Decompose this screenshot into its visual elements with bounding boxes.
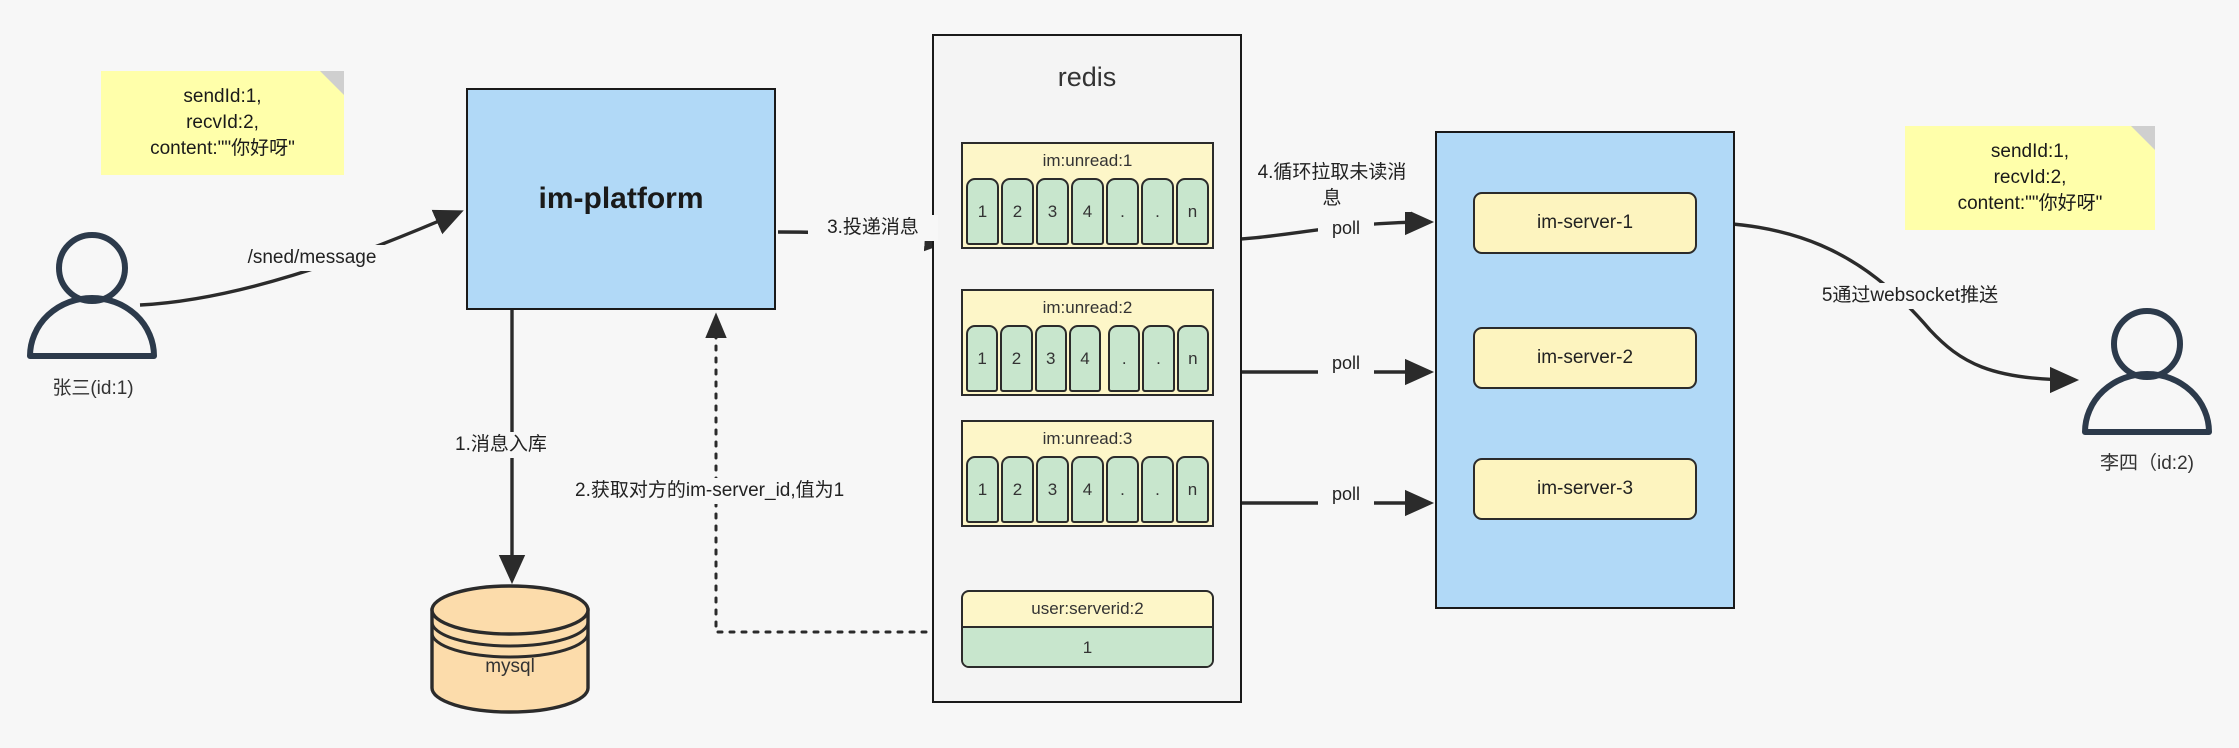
edge-label-step2: 2.获取对方的im-server_id,值为1	[575, 478, 875, 504]
im-platform-box[interactable]: im-platform	[466, 88, 776, 310]
list-cell: .	[1108, 325, 1141, 392]
list-cell: 1	[966, 456, 999, 523]
sticky-note-left: sendId:1, recvId:2, content:""你好呀"	[101, 71, 344, 175]
list-cell: .	[1141, 456, 1174, 523]
im-server-3-label: im-server-3	[1536, 478, 1634, 499]
list-cell: .	[1106, 178, 1139, 245]
redis-list-cells: 1 2 3 4 . . n	[966, 325, 1209, 392]
list-cell: .	[1106, 456, 1139, 523]
redis-list-key-label: im:unread:1	[963, 144, 1212, 178]
list-cell: 1	[966, 178, 999, 245]
note-fold-corner-icon	[2131, 126, 2155, 150]
im-server-1-label: im-server-1	[1536, 212, 1634, 233]
edge-label-step3: 3.投递消息	[808, 215, 938, 241]
list-cell: 2	[1001, 456, 1034, 523]
list-cell: 2	[1000, 325, 1033, 392]
edge-label-step1: 1.消息入库	[455, 432, 585, 458]
list-cell: n	[1176, 456, 1209, 523]
sticky-note-left-text: sendId:1, recvId:2, content:""你好呀"	[150, 86, 295, 159]
redis-list-key-label: im:unread:3	[963, 422, 1212, 456]
actor-receiver-label: 李四（id:2)	[2100, 453, 2194, 474]
redis-list-key-label: im:unread:2	[963, 291, 1212, 325]
redis-list-im-unread-1[interactable]: im:unread:1 1 2 3 4 . . n	[961, 142, 1214, 249]
edge-label-poll-3: poll	[1318, 481, 1374, 507]
redis-kv-value: 1	[963, 628, 1212, 666]
mysql-label: mysql	[485, 655, 535, 677]
im-server-2-label: im-server-2	[1536, 347, 1634, 368]
list-cell: 4	[1071, 178, 1104, 245]
redis-kv-user-serverid[interactable]: user:serverid:2 1	[961, 590, 1214, 668]
im-server-1-box[interactable]: im-server-1	[1473, 192, 1697, 254]
im-server-3-box[interactable]: im-server-3	[1473, 458, 1697, 520]
redis-title: redis	[1057, 62, 1117, 92]
edge-label-step5: 5通过websocket推送	[1785, 283, 2035, 309]
sticky-note-right-text: sendId:1, recvId:2, content:""你好呀"	[1957, 141, 2103, 214]
edge-label-send-message: /sned/message	[232, 245, 392, 271]
edge-label-poll-1: poll	[1318, 215, 1374, 241]
mysql-node: mysql	[432, 586, 588, 712]
list-cell: 4	[1068, 325, 1102, 392]
list-cell: n	[1176, 178, 1209, 245]
actor-sender: 张三(id:1)	[0, 225, 186, 400]
list-cell: .	[1141, 178, 1174, 245]
list-cell: 3	[1034, 325, 1067, 392]
actor-receiver: 李四（id:2)	[2055, 300, 2239, 475]
list-cell: 1	[966, 325, 999, 392]
list-cell: n	[1176, 325, 1209, 392]
note-fold-corner-icon	[320, 71, 344, 95]
edge-label-poll-2: poll	[1318, 350, 1374, 376]
actor-sender-label: 张三(id:1)	[52, 378, 134, 399]
sticky-note-right: sendId:1, recvId:2, content:""你好呀"	[1905, 126, 2155, 230]
edge-label-step4: 4.循环拉取未读消 息	[1253, 160, 1411, 212]
redis-list-cells: 1 2 3 4 . . n	[966, 456, 1209, 523]
list-cell: .	[1142, 325, 1175, 392]
im-platform-label: im-platform	[538, 182, 704, 215]
redis-list-im-unread-3[interactable]: im:unread:3 1 2 3 4 . . n	[961, 420, 1214, 527]
redis-list-cells: 1 2 3 4 . . n	[966, 178, 1209, 245]
list-cell: 4	[1071, 456, 1104, 523]
redis-kv-key-label: user:serverid:2	[963, 592, 1212, 628]
redis-list-im-unread-2[interactable]: im:unread:2 1 2 3 4 . . n	[961, 289, 1214, 396]
list-cell: 3	[1036, 456, 1069, 523]
im-server-2-box[interactable]: im-server-2	[1473, 327, 1697, 389]
list-cell: 3	[1036, 178, 1069, 245]
list-cell: 2	[1001, 178, 1034, 245]
